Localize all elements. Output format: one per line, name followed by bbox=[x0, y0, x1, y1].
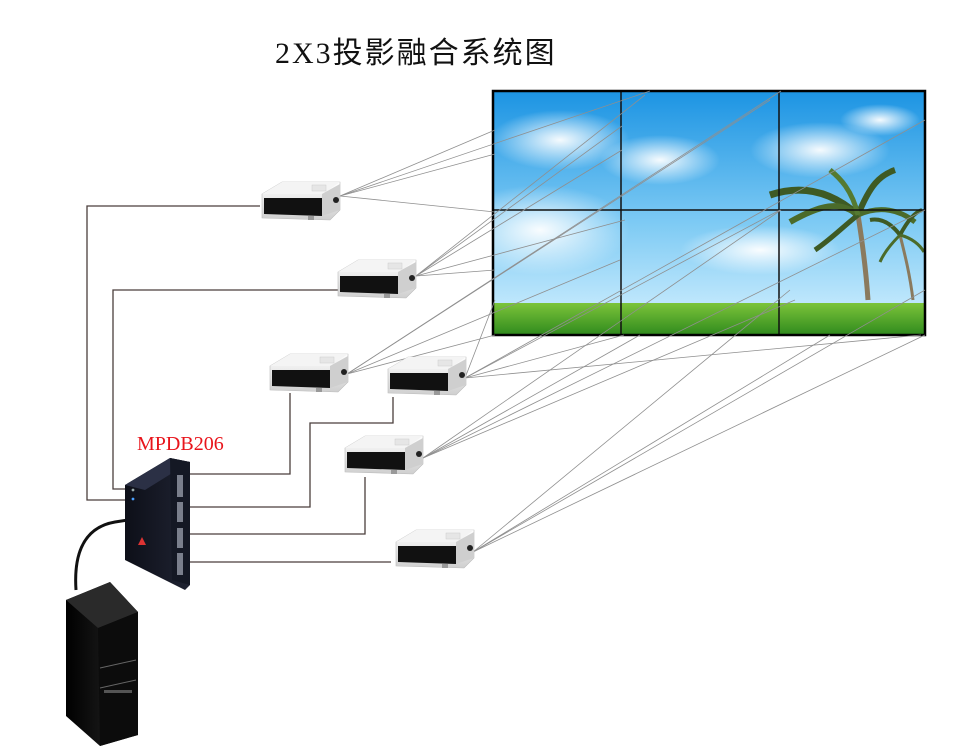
projectors bbox=[261, 181, 475, 569]
status-led-1 bbox=[131, 488, 135, 492]
beam-line bbox=[339, 90, 651, 197]
dvi-port-4 bbox=[177, 553, 183, 575]
optical-drive-slot bbox=[104, 690, 132, 693]
diagram-title: 2X3投影融合系统图 bbox=[275, 37, 557, 70]
projector-4[interactable] bbox=[387, 356, 467, 396]
beam-line bbox=[415, 269, 496, 277]
drive-bay-2 bbox=[99, 679, 137, 689]
beam-line bbox=[415, 94, 646, 277]
mpdb206-processor[interactable] bbox=[125, 458, 190, 590]
beam-line bbox=[464, 334, 625, 379]
beam-line bbox=[464, 299, 496, 379]
beam-line bbox=[422, 299, 796, 459]
projector-5[interactable] bbox=[344, 435, 424, 475]
projection-screen bbox=[450, 89, 927, 337]
beam-line bbox=[464, 119, 926, 379]
beam-line bbox=[472, 334, 831, 553]
beam-line bbox=[472, 289, 791, 553]
beam-line bbox=[346, 334, 496, 375]
pc-cable bbox=[74, 518, 129, 591]
beam-line bbox=[422, 209, 782, 459]
cable-projector-3 bbox=[185, 393, 291, 475]
beam-line bbox=[339, 129, 496, 197]
beam-line bbox=[339, 195, 496, 213]
beam-line bbox=[339, 153, 496, 197]
signal-cables bbox=[86, 205, 394, 563]
beam-line bbox=[422, 209, 926, 459]
screen-frame bbox=[491, 89, 927, 337]
dvi-port-1 bbox=[177, 475, 183, 497]
beam-line bbox=[415, 219, 626, 277]
dvi-ports bbox=[177, 475, 183, 575]
status-led-2 bbox=[131, 497, 135, 501]
cable-projector-1 bbox=[86, 205, 260, 501]
beam-line bbox=[415, 125, 623, 277]
cable-projector-2 bbox=[112, 289, 338, 490]
beam-line bbox=[464, 209, 781, 379]
beam-line bbox=[346, 90, 782, 375]
processor-label: MPDB206 bbox=[137, 433, 224, 455]
host-pc-tower[interactable] bbox=[66, 582, 138, 746]
drive-bay-1 bbox=[99, 659, 137, 669]
beam-line bbox=[422, 334, 641, 459]
projector-1[interactable] bbox=[261, 181, 341, 221]
projector-2[interactable] bbox=[337, 259, 417, 299]
cable-projector-5 bbox=[185, 477, 366, 535]
brand-logo-icon bbox=[138, 537, 146, 545]
beam-line bbox=[464, 334, 922, 379]
dvi-port-3 bbox=[177, 528, 183, 548]
projector-6[interactable] bbox=[395, 529, 475, 569]
projector-3[interactable] bbox=[269, 353, 349, 393]
beam-line bbox=[472, 334, 926, 553]
grass-area bbox=[493, 303, 925, 335]
cable-projector-4 bbox=[185, 397, 394, 508]
beam-line bbox=[346, 259, 621, 375]
projection-beams bbox=[339, 90, 926, 553]
beam-line bbox=[472, 289, 926, 553]
dvi-port-2 bbox=[177, 502, 183, 522]
beam-line bbox=[415, 149, 623, 277]
